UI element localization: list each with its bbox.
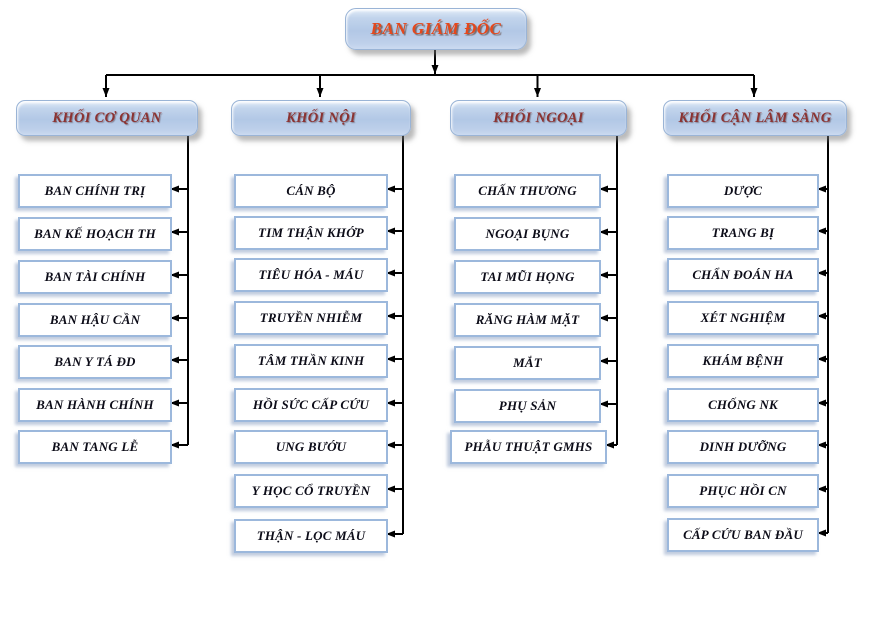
unit-box-label: TIM THẬN KHỚP [258, 225, 364, 240]
unit-box-label: THẬN - LỌC MÁU [256, 528, 366, 543]
unit-box-chan-thuong: CHẤN THƯƠNG [454, 174, 601, 208]
unit-box-label: DƯỢC [723, 183, 763, 198]
unit-box-truyen-nhiem: TRUYỀN NHIỄM [234, 301, 388, 335]
unit-box-label: BAN Y TÁ ĐD [54, 354, 136, 369]
unit-box-label: BAN KẾ HOẠCH TH [34, 226, 156, 241]
unit-box-trang-bi: TRANG BỊ [667, 216, 819, 250]
unit-box-ung-buou: UNG BƯỚU [234, 430, 388, 464]
unit-box-dinh-duong: DINH DƯỠNG [667, 430, 819, 464]
group-header-label: KHỐI CƠ QUAN [52, 109, 162, 126]
unit-box-ban-y-ta-dd: BAN Y TÁ ĐD [18, 345, 172, 379]
unit-box-ban-tang-le: BAN TANG LỄ [18, 430, 172, 464]
unit-box-ngoai-bung: NGOẠI BỤNG [454, 217, 601, 251]
unit-box-label: TIÊU HÓA - MÁU [258, 267, 364, 282]
unit-box-label: BAN TÀI CHÍNH [44, 269, 146, 284]
unit-box-label: DINH DƯỠNG [699, 439, 787, 454]
unit-box-can-bo: CÁN BỘ [234, 174, 388, 208]
root-box-label: BAN GIÁM ĐỐC [370, 19, 502, 38]
unit-box-label: TAI MŨI HỌNG [480, 269, 575, 284]
group-header-label: KHỐI NỘI [286, 109, 356, 126]
unit-box-label: XÉT NGHIỆM [700, 310, 786, 325]
unit-box-tim-than-khop: TIM THẬN KHỚP [234, 216, 388, 250]
unit-box-tam-than-kinh: TÂM THẦN KINH [234, 344, 388, 378]
unit-box-label: PHỤC HỒI CN [699, 483, 787, 498]
unit-box-label: CẤP CỨU BAN ĐẦU [683, 527, 803, 542]
unit-box-label: CÁN BỘ [286, 183, 336, 198]
unit-box-label: UNG BƯỚU [275, 439, 347, 454]
group-header-label: KHỐI NGOẠI [493, 109, 584, 126]
unit-box-phu-san: PHỤ SẢN [454, 389, 601, 423]
unit-box-label: MẮT [513, 355, 542, 370]
unit-box-label: CHẤN THƯƠNG [478, 183, 577, 198]
unit-box-ban-hau-can: BAN HẬU CẦN [18, 303, 172, 337]
unit-box-label: NGOẠI BỤNG [485, 226, 570, 241]
unit-box-hoi-suc-cap-cuu: HỒI SỨC CẤP CỨU [234, 388, 388, 422]
unit-box-chan-doan-ha: CHẨN ĐOÁN HA [667, 258, 819, 292]
unit-box-phuc-hoi-cn: PHỤC HỒI CN [667, 474, 819, 508]
unit-box-label: BAN HÀNH CHÍNH [36, 397, 154, 412]
unit-box-than-loc-mau: THẬN - LỌC MÁU [234, 519, 388, 553]
unit-box-mat: MẮT [454, 346, 601, 380]
unit-box-label: TRUYỀN NHIỄM [259, 310, 363, 325]
unit-box-tai-mui-hong: TAI MŨI HỌNG [454, 260, 601, 294]
unit-box-label: CHẨN ĐOÁN HA [692, 267, 794, 282]
unit-box-label: CHỐNG NK [708, 397, 778, 412]
group-header-box-khoi-ngoai: KHỐI NGOẠI [450, 100, 627, 136]
unit-box-label: PHỤ SẢN [498, 398, 557, 413]
unit-box-label: PHẪU THUẬT GMHS [464, 439, 593, 454]
unit-box-ban-chinh-tri: BAN CHÍNH TRỊ [18, 174, 172, 208]
unit-box-kham-benh: KHÁM BỆNH [667, 344, 819, 378]
unit-box-label: Y HỌC CỔ TRUYỀN [251, 483, 371, 498]
unit-box-tieu-hoa-mau: TIÊU HÓA - MÁU [234, 258, 388, 292]
unit-box-ban-tai-chinh: BAN TÀI CHÍNH [18, 260, 172, 294]
group-header-box-khoi-noi: KHỐI NỘI [231, 100, 411, 136]
unit-box-label: HỒI SỨC CẤP CỨU [252, 397, 370, 412]
unit-box-ban-hanh-chinh: BAN HÀNH CHÍNH [18, 388, 172, 422]
unit-box-duoc: DƯỢC [667, 174, 819, 208]
group-header-box-khoi-can-lam-sang: KHỐI CẬN LÂM SÀNG [663, 100, 847, 136]
unit-box-label: BAN CHÍNH TRỊ [44, 183, 146, 198]
unit-box-label: TÂM THẦN KINH [257, 353, 365, 368]
unit-box-phau-thuat-gmhs: PHẪU THUẬT GMHS [450, 430, 607, 464]
unit-box-label: BAN HẬU CẦN [49, 312, 141, 327]
unit-box-cap-cuu-ban-dau: CẤP CỨU BAN ĐẦU [667, 518, 819, 552]
group-header-label: KHỐI CẬN LÂM SÀNG [678, 109, 832, 126]
unit-box-label: TRANG BỊ [711, 225, 775, 240]
unit-box-label: KHÁM BỆNH [702, 353, 784, 368]
unit-box-xet-nghiem: XÉT NGHIỆM [667, 301, 819, 335]
unit-box-ban-ke-hoach-th: BAN KẾ HOẠCH TH [18, 217, 172, 251]
unit-box-label: BAN TANG LỄ [51, 439, 139, 454]
unit-box-chong-nk: CHỐNG NK [667, 388, 819, 422]
group-header-box-khoi-co-quan: KHỐI CƠ QUAN [16, 100, 198, 136]
unit-box-label: RĂNG HÀM MẶT [475, 312, 580, 327]
unit-box-rang-ham-mat: RĂNG HÀM MẶT [454, 303, 601, 337]
unit-box-y-hoc-co-truyen: Y HỌC CỔ TRUYỀN [234, 474, 388, 508]
root-box-ban-giam-doc: BAN GIÁM ĐỐC [345, 8, 527, 50]
